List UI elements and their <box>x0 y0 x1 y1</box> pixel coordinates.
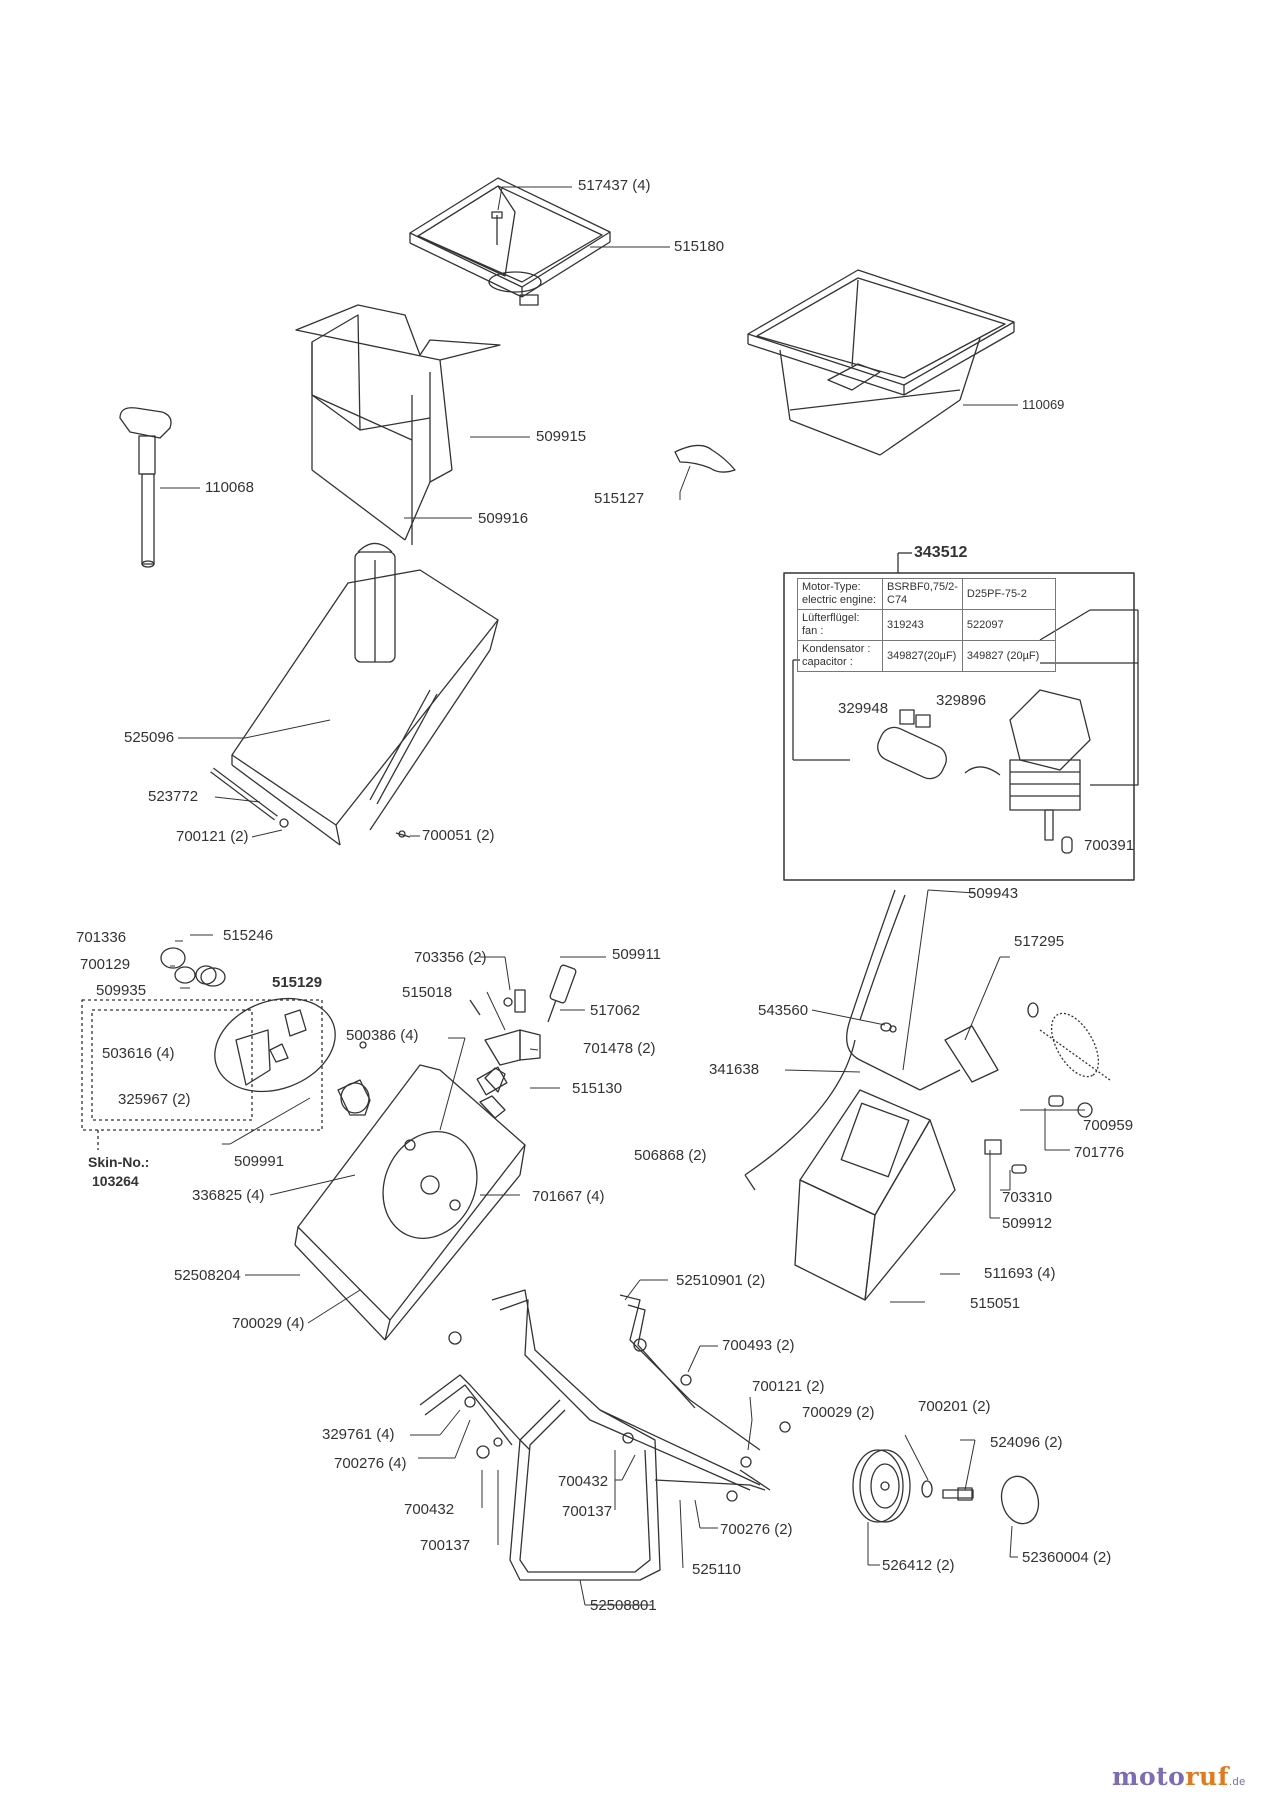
motor-assembly-number: 343512 <box>914 544 968 561</box>
part-label: 500386 (4) <box>346 1027 419 1044</box>
part-label: 329896 <box>936 692 987 709</box>
part-label: 700432 <box>558 1473 609 1490</box>
part-label: 515051 <box>970 1295 1021 1312</box>
part-label: 701478 (2) <box>583 1040 656 1057</box>
part-label: 509911 <box>612 946 661 963</box>
skin-no-label: Skin-No.: <box>88 1154 150 1170</box>
part-label: 701667 (4) <box>532 1188 605 1205</box>
skin-no-value: 103264 <box>92 1173 139 1189</box>
table-row: Kondensator : capacitor : 349827(20µF) 3… <box>797 640 1056 672</box>
part-label: 509943 <box>968 885 1019 902</box>
chassis-tubes-drawing <box>419 1289 771 1581</box>
leader-lines <box>160 186 1085 1606</box>
table-cell: BSRBF0,75/2- C74 <box>882 578 963 610</box>
brand-logo-part1: moto <box>1112 1762 1186 1791</box>
part-label: 543560 <box>758 1002 809 1019</box>
part-label: 700432 <box>404 1501 455 1518</box>
table-cell: Lüfterflügel: fan : <box>797 609 883 641</box>
part-label: 329761 (4) <box>322 1426 395 1443</box>
brand-logo-suffix: .de <box>1228 1776 1246 1788</box>
part-label: 700121 (2) <box>752 1378 825 1395</box>
part-label: 700276 (2) <box>720 1521 793 1538</box>
table-cell: 522097 <box>961 609 1056 641</box>
table-cell: Kondensator : capacitor : <box>797 640 883 672</box>
part-label: 325967 (2) <box>118 1091 191 1108</box>
part-label: 509912 <box>1002 1215 1053 1232</box>
part-label: 700201 (2) <box>918 1398 991 1415</box>
part-label: 524096 (2) <box>990 1434 1063 1451</box>
part-label: 700959 <box>1083 1117 1134 1134</box>
part-label: 700051 (2) <box>422 827 495 844</box>
table-row: Lüfterflügel: fan : 319243 522097 <box>797 609 1056 641</box>
part-label: 525096 <box>124 729 175 746</box>
part-label: 700493 (2) <box>722 1337 795 1354</box>
part-label: 515127 <box>594 490 645 507</box>
large-hopper-drawing <box>747 269 1015 456</box>
part-label: 700029 (4) <box>232 1315 305 1332</box>
part-label: 52360004 (2) <box>1022 1549 1112 1566</box>
part-label: 701336 <box>76 929 127 946</box>
part-label: 511693 (4) <box>984 1265 1056 1282</box>
clip-drawing <box>674 444 736 473</box>
part-label: 509991 <box>234 1153 285 1170</box>
part-label: 703356 (2) <box>414 949 487 966</box>
part-label: 52508801 <box>590 1597 657 1614</box>
part-label: 515018 <box>402 984 453 1001</box>
table-cell: 349827(20µF) <box>882 640 963 672</box>
motor-assembly-box <box>783 552 1139 881</box>
part-label: 700137 <box>562 1503 613 1520</box>
part-label: 52508204 <box>174 1267 241 1284</box>
brand-logo[interactable]: motoruf.de <box>1112 1762 1246 1791</box>
part-label: 329948 <box>838 700 889 717</box>
table-cell: Motor-Type: electric engine: <box>797 578 883 610</box>
brand-logo-part2: ruf <box>1185 1762 1229 1791</box>
table-cell: 349827 (20µF) <box>961 640 1056 672</box>
part-label: 517437 (4) <box>578 177 651 194</box>
table-cell: D25PF-75-2 <box>961 578 1056 610</box>
part-label: 515130 <box>572 1080 623 1097</box>
part-label: 509935 <box>96 982 147 999</box>
housing-drawing <box>231 542 499 846</box>
part-label: 509916 <box>478 510 529 527</box>
blade-holder-drawing <box>469 964 577 1096</box>
part-label: 509915 <box>536 428 587 445</box>
table-cell: 319243 <box>882 609 963 641</box>
motor-spec-table: Motor-Type: electric engine: BSRBF0,75/2… <box>797 578 1056 672</box>
hopper-insert-drawing <box>409 177 611 306</box>
part-label: 700276 (4) <box>334 1455 407 1472</box>
part-label: 110069 <box>1022 397 1065 412</box>
cutter-plate-drawing <box>81 947 336 1150</box>
part-label: 52510901 (2) <box>676 1272 766 1289</box>
part-label: 525110 <box>692 1561 741 1578</box>
fasteners-drawing <box>279 818 897 1502</box>
base-frame-drawing <box>294 1064 526 1341</box>
feed-chute-drawing <box>295 304 501 545</box>
part-label: 526412 (2) <box>882 1557 955 1574</box>
part-label: 700391 <box>1084 837 1135 854</box>
part-label: 700121 (2) <box>176 828 249 845</box>
electrical-parts-drawing <box>744 889 1111 1301</box>
part-label: 703310 <box>1002 1189 1053 1206</box>
part-label: 700137 <box>420 1537 471 1554</box>
wheel-drawing <box>852 1449 1040 1525</box>
part-label: 503616 (4) <box>102 1045 175 1062</box>
part-label: 701776 <box>1074 1144 1125 1161</box>
part-label: 515246 <box>223 927 274 944</box>
part-label: 515180 <box>674 238 725 255</box>
part-label: 336825 (4) <box>192 1187 265 1204</box>
push-stick-drawing <box>119 407 172 568</box>
part-label: 515129 <box>272 974 323 991</box>
part-label: 341638 <box>709 1061 760 1078</box>
part-label: 517295 <box>1014 933 1065 950</box>
part-label: 110068 <box>205 479 254 496</box>
part-label: 700029 (2) <box>802 1404 875 1421</box>
part-label: 700129 <box>80 956 131 973</box>
part-label: 506868 (2) <box>634 1147 707 1164</box>
part-label: 517062 <box>590 1002 641 1019</box>
part-label: 523772 <box>148 788 199 805</box>
table-row: Motor-Type: electric engine: BSRBF0,75/2… <box>797 578 1056 610</box>
